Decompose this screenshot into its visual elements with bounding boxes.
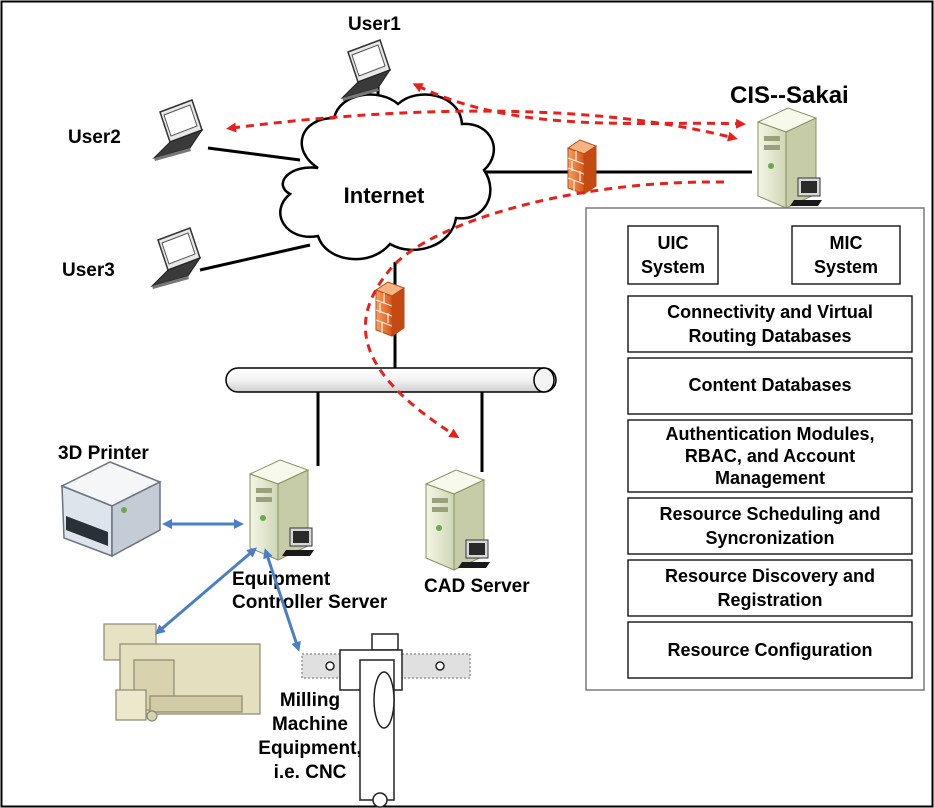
firewall-icon xyxy=(567,139,597,195)
uic-line2: System xyxy=(641,257,705,277)
milling-label-line3: Equipment, xyxy=(258,738,361,759)
mic-line1: MIC xyxy=(830,233,863,253)
network-links xyxy=(199,86,752,472)
module-line: Authentication Modules, xyxy=(666,424,875,444)
lan-backbone xyxy=(225,367,557,393)
milling-label-line4: i.e. CNC xyxy=(274,762,347,783)
firewall-icon xyxy=(375,281,405,337)
module-box xyxy=(627,357,913,415)
module-line: Management xyxy=(715,468,825,488)
module-box xyxy=(627,497,913,555)
mic-system-box xyxy=(791,225,901,285)
device-links xyxy=(154,519,301,652)
milling-machine-icon xyxy=(103,623,261,722)
module-line: Resource Discovery and xyxy=(665,566,875,586)
module-box xyxy=(627,621,913,679)
milling-label-line1: Milling xyxy=(280,690,340,711)
controller-label-line1: Equipment xyxy=(232,569,331,590)
uic-line1: UIC xyxy=(658,233,689,253)
module-line: Routing Databases xyxy=(688,326,851,346)
mic-line2: System xyxy=(814,257,878,277)
cis-module-panel: UIC System MIC System Connectivity and V… xyxy=(585,207,925,691)
laptop-icon xyxy=(151,227,201,290)
printer-label: 3D Printer xyxy=(58,443,149,464)
data-flow-arrows xyxy=(226,83,746,439)
user1-label: User1 xyxy=(348,14,401,35)
module-line: Registration xyxy=(717,590,822,610)
laptop-icon xyxy=(341,39,391,102)
laptop-icon xyxy=(153,99,203,162)
module-line: RBAC, and Account xyxy=(685,446,855,466)
cis-title: CIS--Sakai xyxy=(730,82,849,109)
module-box xyxy=(627,419,913,493)
cnc-icon xyxy=(301,633,471,808)
printer-icon xyxy=(60,461,162,558)
user2-label: User2 xyxy=(68,127,121,148)
module-line: Resource Configuration xyxy=(667,640,872,660)
uic-system-box xyxy=(627,225,719,285)
module-line: Content Databases xyxy=(688,375,851,395)
internet-label: Internet xyxy=(344,183,425,208)
module-box xyxy=(627,295,913,353)
cad-label: CAD Server xyxy=(424,576,530,597)
milling-label-line2: Machine xyxy=(272,714,348,735)
module-box xyxy=(627,559,913,617)
controller-label-line2: Controller Server xyxy=(232,592,388,613)
module-line: Connectivity and Virtual xyxy=(667,302,873,322)
cloud-icon: Internet xyxy=(279,93,495,261)
user3-label: User3 xyxy=(62,260,115,281)
module-line: Syncronization xyxy=(705,528,834,548)
module-line: Resource Scheduling and xyxy=(659,504,880,524)
